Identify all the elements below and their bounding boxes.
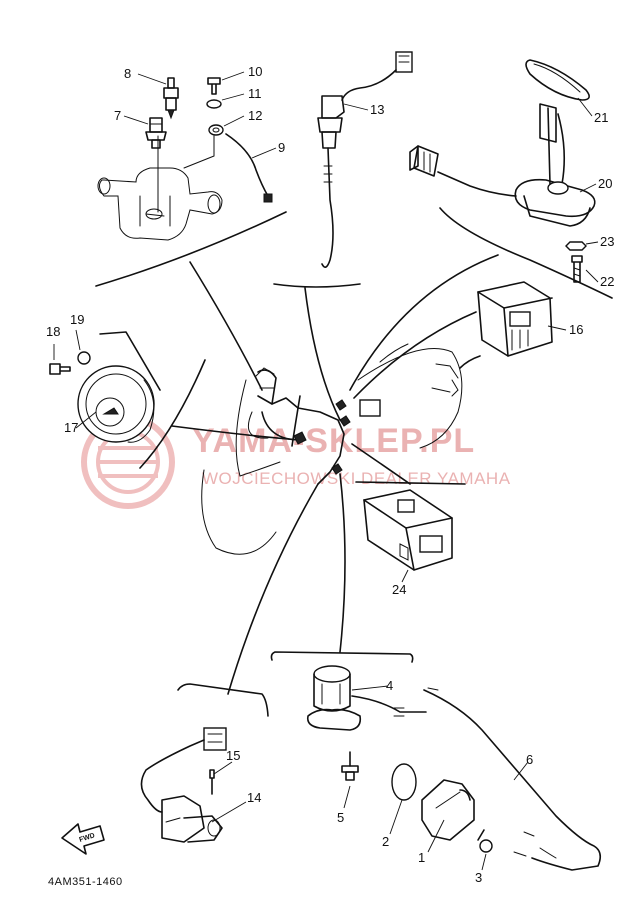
part-label-10: 10 bbox=[248, 64, 262, 79]
nut-23 bbox=[565, 241, 587, 251]
thermostat-housing bbox=[97, 135, 223, 241]
pickup-coil-1 bbox=[421, 779, 475, 841]
lead-wire-6 bbox=[423, 687, 602, 871]
group-brackets bbox=[95, 207, 613, 717]
part-number-labels: 1 2 3 4 5 6 7 8 9 10 11 12 13 14 15 16 1… bbox=[46, 64, 614, 885]
thermo-switch bbox=[145, 117, 167, 149]
part-label-15: 15 bbox=[226, 748, 240, 763]
part-label-19: 19 bbox=[70, 312, 84, 327]
part-label-21: 21 bbox=[594, 110, 608, 125]
watermark-title: YAMA-SKLEP.PL bbox=[192, 422, 475, 460]
watermark-subtitle: WOJCIECHOWSKI DEALER YAMAHA bbox=[202, 469, 511, 488]
screw-10 bbox=[207, 77, 221, 95]
part-label-6: 6 bbox=[526, 752, 533, 767]
washer-11 bbox=[206, 99, 222, 109]
wire-harness bbox=[171, 254, 499, 695]
part-label-16: 16 bbox=[569, 322, 583, 337]
part-label-23: 23 bbox=[600, 234, 614, 249]
fuel-sender-gasket bbox=[525, 59, 590, 101]
part-label-17: 17 bbox=[64, 420, 78, 435]
screw-15 bbox=[209, 769, 215, 795]
part-label-8: 8 bbox=[124, 66, 131, 81]
part-label-3: 3 bbox=[475, 870, 482, 885]
screw-5 bbox=[341, 751, 359, 781]
bolt-18 bbox=[49, 363, 71, 375]
ground-lead bbox=[225, 133, 273, 203]
diagram-reference-code: 4AM351-1460 bbox=[48, 876, 123, 888]
part-label-7: 7 bbox=[114, 108, 121, 123]
temperature-sensor bbox=[163, 77, 179, 120]
o-ring-2 bbox=[391, 763, 417, 801]
neutral-switch bbox=[306, 665, 427, 731]
part-label-9: 9 bbox=[278, 140, 285, 155]
fwd-label: FWD bbox=[78, 832, 95, 844]
part-label-2: 2 bbox=[382, 834, 389, 849]
part-label-4: 4 bbox=[386, 678, 393, 693]
relay-unit bbox=[477, 281, 553, 357]
part-label-20: 20 bbox=[598, 176, 612, 191]
part-label-14: 14 bbox=[247, 790, 261, 805]
washer-12 bbox=[208, 124, 224, 136]
speed-sensor-lead bbox=[317, 51, 413, 268]
part-label-11: 11 bbox=[248, 86, 262, 101]
part-label-1: 1 bbox=[418, 850, 425, 865]
horn bbox=[77, 331, 161, 443]
part-label-24: 24 bbox=[392, 582, 406, 597]
forward-arrow-icon: FWD bbox=[61, 823, 105, 855]
part-label-12: 12 bbox=[248, 108, 262, 123]
ignitor-unit bbox=[363, 489, 453, 571]
part-label-13: 13 bbox=[370, 102, 384, 117]
washer-19 bbox=[77, 351, 91, 365]
fuel-level-sender bbox=[409, 103, 596, 227]
part-label-22: 22 bbox=[600, 274, 614, 289]
callout-leaders bbox=[53, 71, 599, 871]
bolt-22 bbox=[571, 255, 583, 283]
sidestand-switch bbox=[140, 727, 227, 843]
part-label-5: 5 bbox=[337, 810, 344, 825]
part-label-18: 18 bbox=[46, 324, 60, 339]
bolt-3 bbox=[477, 829, 493, 853]
